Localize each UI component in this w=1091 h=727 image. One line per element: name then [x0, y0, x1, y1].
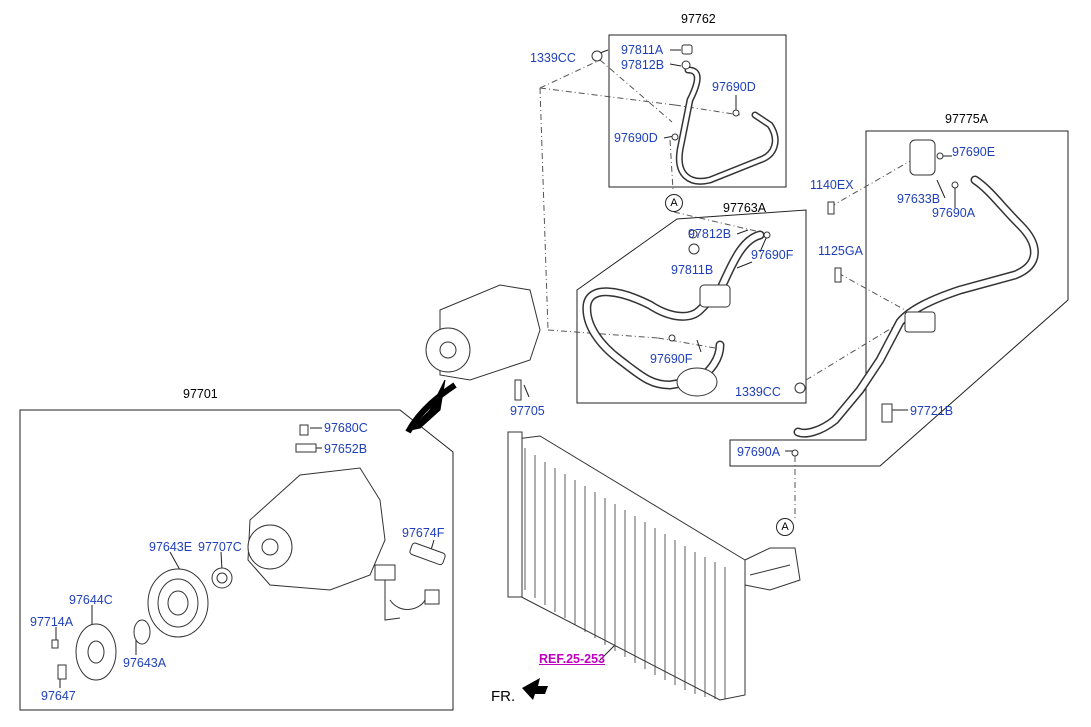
label-97690e[interactable]: 97690E — [952, 145, 996, 159]
label-97674f[interactable]: 97674F — [402, 526, 445, 540]
switch-97674f — [374, 542, 446, 621]
cap-97811a — [681, 44, 693, 55]
ref-link-25-253[interactable]: REF.25-253 — [539, 652, 606, 666]
group-box-97762 — [608, 34, 787, 188]
pressure-sensor — [881, 403, 893, 423]
bolt-1125ga — [834, 267, 842, 283]
label-97721b[interactable]: 97721B — [910, 404, 954, 418]
label-97690a-bot[interactable]: 97690A — [737, 445, 781, 459]
label-97644c[interactable]: 97644C — [69, 593, 113, 607]
clutch-plate-97644c — [75, 623, 117, 681]
muffler — [699, 284, 731, 308]
label-1140ex[interactable]: 1140EX — [810, 178, 854, 192]
oring-97690a-top — [951, 181, 959, 189]
oring-97690e — [936, 152, 944, 160]
tag-a-bottom: A — [776, 518, 794, 536]
oring-97812b-top — [681, 60, 691, 70]
bearing-97707c — [211, 567, 233, 589]
label-97775a: 97775A — [945, 112, 989, 126]
label-97690f-a[interactable]: 97690F — [751, 248, 794, 262]
bolt-97647 — [57, 664, 67, 680]
group-box-97763a — [576, 209, 807, 404]
label-97705[interactable]: 97705 — [510, 404, 545, 418]
nut-97811b — [688, 243, 700, 255]
label-97811b[interactable]: 97811B — [671, 263, 714, 277]
label-97763a: 97763A — [723, 201, 767, 215]
group-box-97701 — [19, 409, 454, 711]
oring-97690f-b — [668, 334, 676, 342]
label-97812b-top[interactable]: 97812B — [621, 58, 665, 72]
label-97812b-mid[interactable]: 97812B — [688, 227, 732, 241]
bolt-1140ex — [827, 201, 835, 215]
oring-97812b-mid — [688, 229, 698, 239]
oring-97690d-b — [671, 133, 679, 141]
label-97707c[interactable]: 97707C — [198, 540, 242, 554]
compressor-small — [425, 284, 541, 401]
label-97647[interactable]: 97647 — [41, 689, 76, 703]
label-97690f-b[interactable]: 97690F — [650, 352, 693, 366]
pulley-97643e — [147, 568, 209, 638]
label-97690d-b[interactable]: 97690D — [614, 131, 658, 145]
condenser — [507, 431, 801, 701]
label-97690a-top[interactable]: 97690A — [932, 206, 976, 220]
receiver-drier — [909, 139, 936, 176]
oring-97690a-bot — [791, 449, 799, 457]
snap-ring-97643a — [133, 619, 151, 645]
nut-1339cc-top — [591, 50, 603, 62]
front-direction-label: FR. — [491, 688, 516, 705]
label-1339cc-mid[interactable]: 1339CC — [735, 385, 781, 399]
label-97762: 97762 — [681, 12, 716, 26]
oring-97690d-a — [732, 109, 740, 117]
label-1339cc-top[interactable]: 1339CC — [530, 51, 576, 65]
label-97643e[interactable]: 97643E — [149, 540, 193, 554]
label-97714a[interactable]: 97714A — [30, 615, 74, 629]
label-97811a[interactable]: 97811A — [621, 43, 664, 57]
nut-1339cc-mid — [794, 382, 806, 394]
tag-a-top: A — [665, 194, 683, 212]
pressure-bracket — [904, 311, 936, 333]
compressor-large — [247, 424, 386, 591]
fr-arrow — [522, 678, 548, 700]
label-97680c[interactable]: 97680C — [324, 421, 368, 435]
label-97690d-a[interactable]: 97690D — [712, 80, 756, 94]
label-97633b[interactable]: 97633B — [897, 192, 941, 206]
label-1125ga[interactable]: 1125GA — [818, 244, 863, 258]
label-97643a[interactable]: 97643A — [123, 656, 167, 670]
oring-97690f-a — [763, 231, 771, 239]
label-97701: 97701 — [183, 387, 218, 401]
muffler-bottom — [676, 367, 718, 397]
group-box-97775a — [729, 130, 1069, 467]
label-97652b[interactable]: 97652B — [324, 442, 368, 456]
shim-97714a — [51, 639, 59, 649]
